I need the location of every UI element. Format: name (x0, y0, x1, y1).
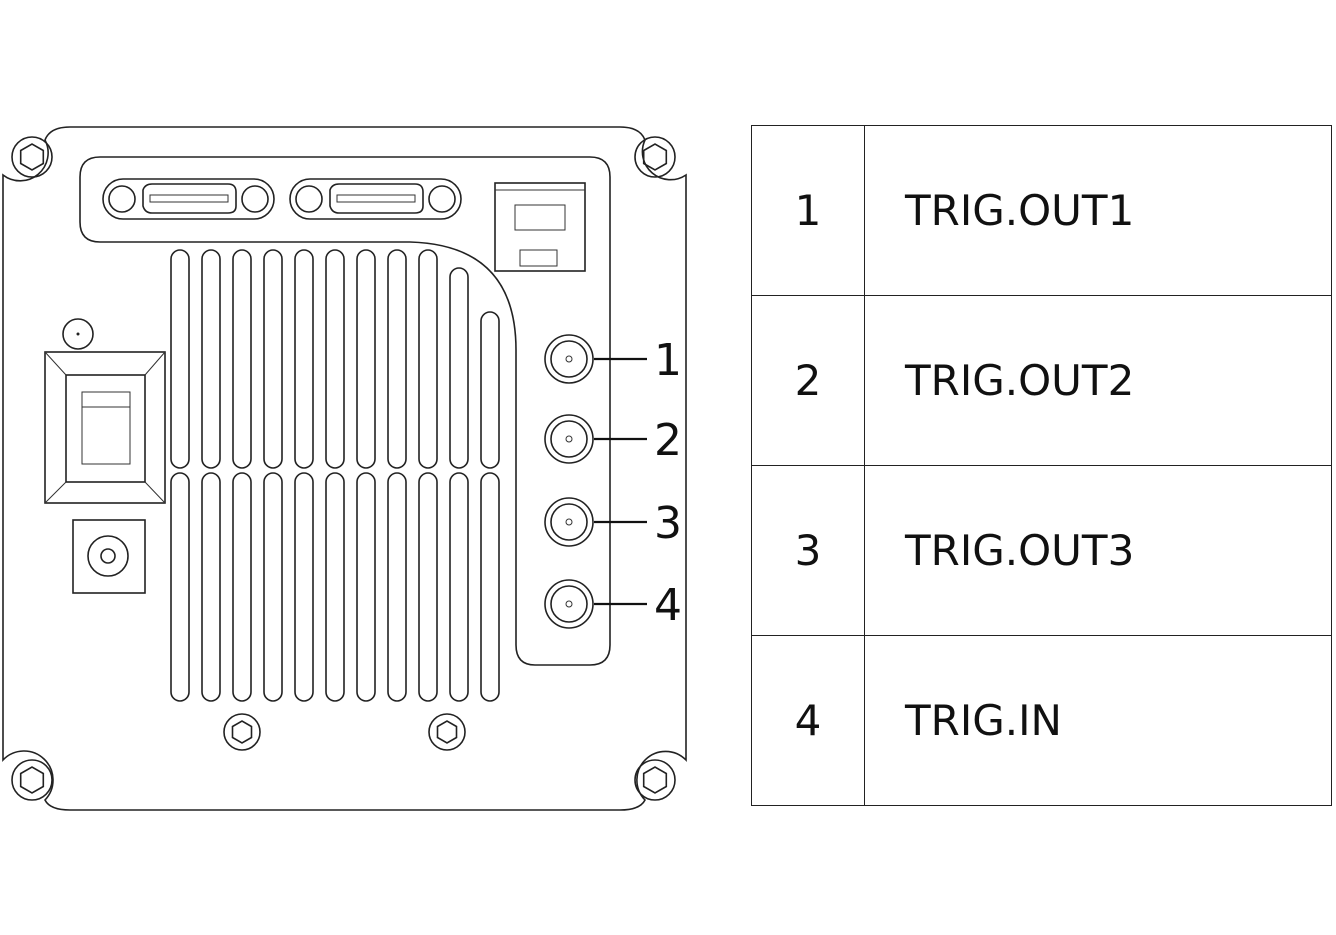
camera-body (2, 126, 687, 811)
row-label: TRIG.OUT3 (864, 465, 1332, 636)
vent-slot (356, 472, 376, 702)
vent-slot (201, 472, 221, 702)
screw-icon (634, 759, 676, 801)
vent-slot (170, 472, 190, 702)
power-connector (72, 519, 146, 594)
vent-slot (387, 249, 407, 469)
led-indicator (62, 318, 94, 350)
vent-slots (170, 249, 500, 702)
vent-slot (480, 472, 500, 702)
power-switch (44, 351, 166, 504)
bnc-connector: 2 (544, 414, 682, 466)
screw-icon (428, 713, 466, 751)
vent-slot (387, 472, 407, 702)
row-label: TRIG.OUT2 (864, 295, 1332, 466)
vent-slot (418, 472, 438, 702)
vent-slot (170, 249, 190, 469)
corner-screws (11, 136, 676, 801)
screw-icon (223, 713, 261, 751)
row-label: TRIG.IN (864, 635, 1332, 806)
vent-slot (263, 472, 283, 702)
callout-number: 4 (654, 580, 682, 631)
vent-slot (449, 472, 469, 702)
multi-pin-connector-2 (289, 178, 462, 220)
vent-slot (294, 249, 314, 469)
callout-number: 3 (654, 498, 682, 549)
vent-slot (325, 472, 345, 702)
vent-slot (356, 249, 376, 469)
row-number: 4 (751, 635, 865, 806)
vent-slot (232, 472, 252, 702)
vent-slot (232, 249, 252, 469)
callout-number: 1 (654, 335, 682, 386)
vent-slot (449, 267, 469, 469)
ethernet-port (494, 182, 586, 272)
multi-pin-connector-1 (102, 178, 275, 220)
vent-slot (418, 249, 438, 469)
row-number: 1 (751, 125, 865, 296)
vent-slot (201, 249, 221, 469)
vent-slot (294, 472, 314, 702)
callout-number: 2 (654, 415, 682, 466)
vent-slot (263, 249, 283, 469)
row-label: TRIG.OUT1 (864, 125, 1332, 296)
row-number: 3 (751, 465, 865, 636)
bnc-connectors: 1 2 3 4 (544, 334, 682, 631)
bnc-connector: 3 (544, 497, 682, 549)
vent-slot (480, 311, 500, 469)
bnc-connector: 4 (544, 579, 682, 631)
screw-icon (11, 759, 53, 801)
bnc-connector: 1 (544, 334, 682, 386)
screw-icon (634, 136, 676, 178)
vent-slot (325, 249, 345, 469)
row-number: 2 (751, 295, 865, 466)
screw-icon (11, 136, 53, 178)
